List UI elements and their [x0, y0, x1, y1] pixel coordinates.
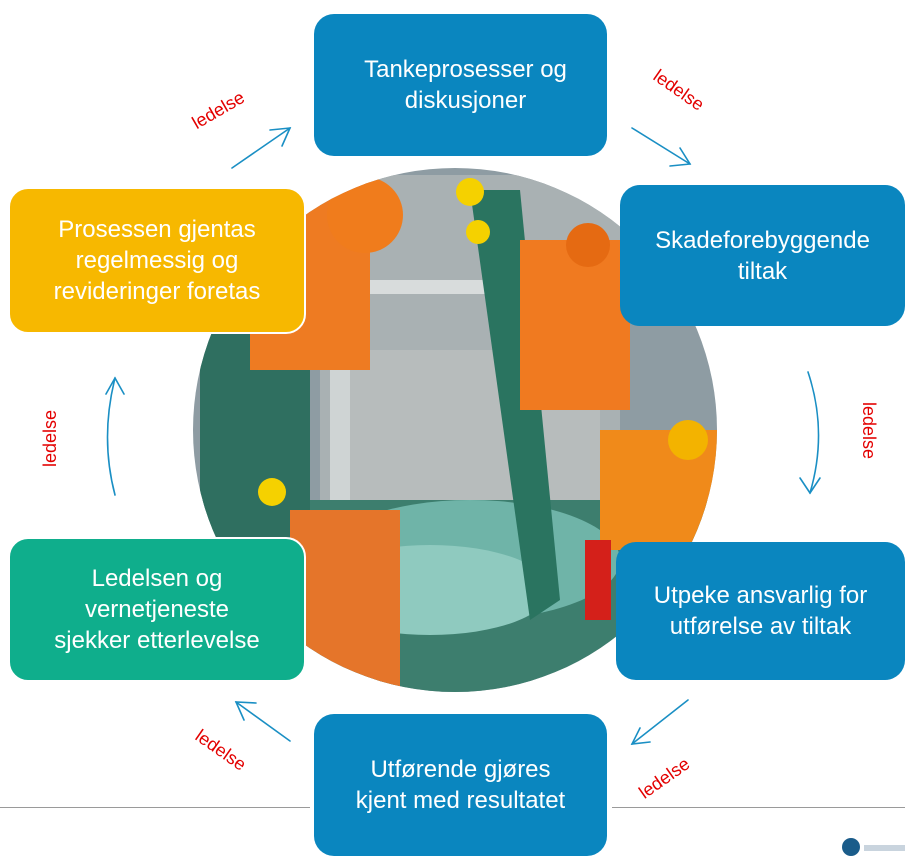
footer-divider-left	[0, 807, 310, 808]
arrow-top-left	[231, 127, 292, 169]
arrow-left	[105, 376, 125, 496]
step-right-top-box: Skadeforebyggende tiltak	[620, 185, 905, 326]
arrow-label-right: ledelse	[859, 401, 880, 460]
logo-icon	[842, 838, 860, 856]
logo-bar	[864, 845, 905, 851]
arrow-bottom-left	[234, 701, 291, 742]
arrow-top-right	[631, 127, 692, 167]
step-bottom-box: Utførende gjøres kjent med resultatet	[314, 714, 607, 856]
arrow-right	[799, 371, 821, 495]
step-left-top-box: Prosessen gjentas regelmessig og revider…	[8, 187, 306, 334]
footer-divider-right	[612, 807, 905, 808]
step-top-box: Tankeprosesser og diskusjoner	[314, 14, 607, 156]
arrow-label-left: ledelse	[40, 409, 61, 468]
arrow-bottom-right	[630, 699, 689, 745]
step-right-bottom-box: Utpeke ansvarlig for utførelse av tiltak	[616, 542, 905, 680]
step-left-bottom-box: Ledelsen og vernetjeneste sjekker etterl…	[8, 537, 306, 682]
